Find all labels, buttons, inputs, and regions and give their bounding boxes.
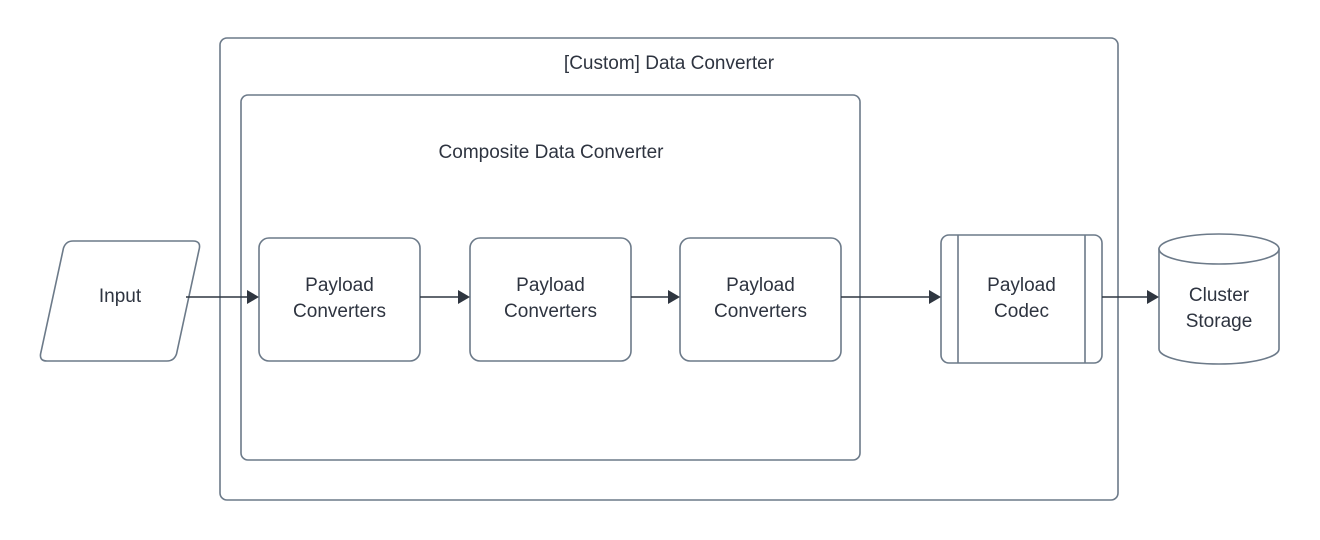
node-cluster-storage-body — [1158, 248, 1280, 365]
edge-payload-converters-3-to-payload-codec-arrowhead — [929, 290, 941, 304]
node-payload-converters-3[interactable]: Payload Converters — [679, 237, 842, 362]
node-payload-converters-1[interactable]: Payload Converters — [258, 237, 421, 362]
node-input[interactable]: Input — [39, 240, 201, 362]
node-input-label: Input — [99, 286, 142, 307]
node-payload-converters-2[interactable]: Payload Converters — [469, 237, 632, 362]
edge-payload-codec-to-cluster-storage-arrowhead — [1147, 290, 1159, 304]
node-payload-converters-3-label-line1: Payload — [726, 275, 795, 296]
node-payload-converters-1-label-line2: Converters — [293, 301, 386, 322]
node-payload-converters-2-label-line2: Converters — [504, 301, 597, 322]
container-composite-data-converter-label: Composite Data Converter — [439, 142, 665, 163]
edge-input-to-payload-converters-1-arrowhead — [247, 290, 259, 304]
node-input-shape — [39, 240, 201, 362]
edge-payload-codec-to-cluster-storage — [1102, 290, 1159, 304]
edge-payload-converters-1-to-2 — [420, 290, 470, 304]
node-payload-converters-2-label-line1: Payload — [516, 275, 585, 296]
edge-payload-converters-3-to-payload-codec — [841, 290, 941, 304]
node-cluster-storage-label-line1: Cluster — [1189, 285, 1250, 306]
node-payload-converters-1-label-line1: Payload — [305, 275, 374, 296]
edge-input-to-payload-converters-1 — [186, 290, 259, 304]
node-cluster-storage-label-line2: Storage — [1186, 311, 1253, 332]
node-payload-codec-label-line1: Payload — [987, 275, 1056, 296]
node-payload-codec-shape — [940, 234, 1103, 364]
node-payload-converters-3-shape — [679, 237, 842, 362]
node-cluster-storage-top-ellipse — [1158, 233, 1280, 265]
edge-payload-converters-2-to-3 — [631, 290, 680, 304]
node-cluster-storage[interactable]: Cluster Storage — [1158, 233, 1280, 365]
node-payload-codec[interactable]: Payload Codec — [940, 234, 1103, 364]
node-payload-codec-label-line2: Codec — [994, 301, 1049, 322]
node-payload-converters-3-label-line2: Converters — [714, 301, 807, 322]
edge-payload-converters-2-to-3-arrowhead — [668, 290, 680, 304]
container-custom-data-converter-label: [Custom] Data Converter — [564, 53, 775, 74]
edge-payload-converters-1-to-2-arrowhead — [458, 290, 470, 304]
node-payload-converters-2-shape — [469, 237, 632, 362]
node-payload-converters-1-shape — [258, 237, 421, 362]
